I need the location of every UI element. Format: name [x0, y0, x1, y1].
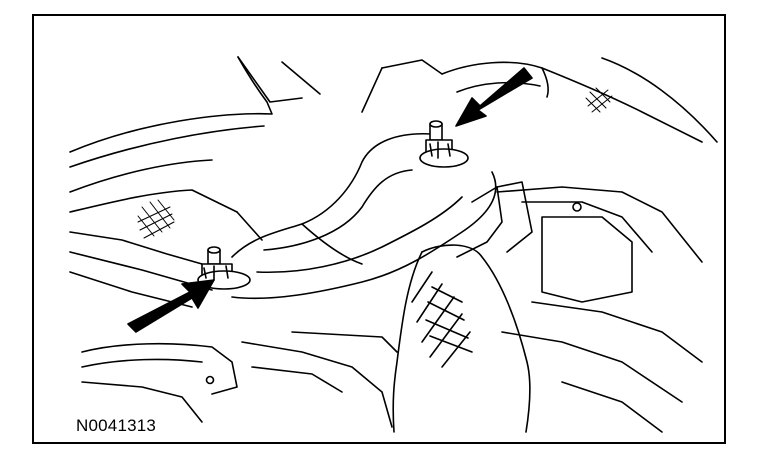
illustration-frame: N0041313 [32, 14, 726, 444]
bracket-right [496, 186, 703, 433]
bracket-lower-left [81, 331, 398, 428]
body-panel-upper-left [69, 56, 321, 308]
arrow-icon [455, 67, 533, 127]
hatch-patch-right [585, 87, 613, 113]
control-arm [231, 132, 533, 300]
ball-joint-boot [392, 244, 531, 433]
body-panel-upper-right [361, 57, 718, 143]
arrow-icon [127, 279, 215, 333]
suspension-illustration [69, 56, 718, 433]
right-stud-nut [419, 120, 469, 168]
hatch-patch-left [137, 199, 175, 239]
figure-id-label: N0041313 [74, 416, 159, 436]
